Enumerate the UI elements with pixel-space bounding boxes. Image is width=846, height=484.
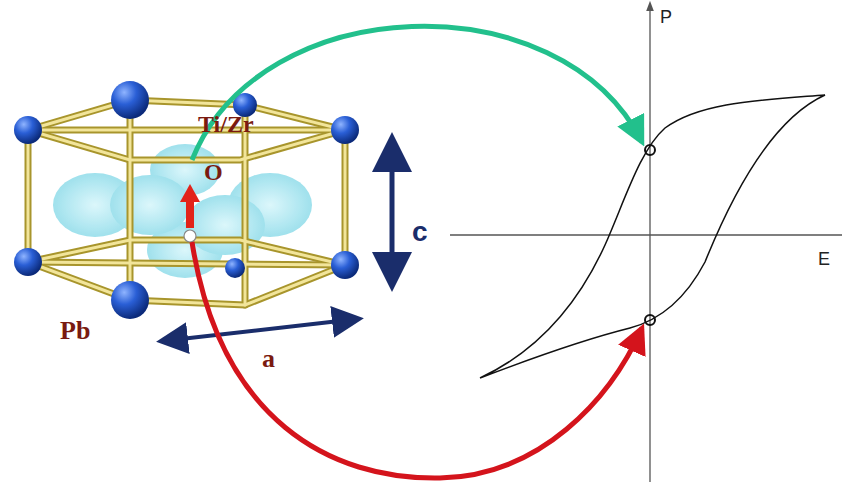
- pb-atom: [14, 81, 359, 319]
- ion-label: Ti/Zr: [198, 112, 254, 136]
- axis-label: E: [818, 250, 830, 268]
- dimension-arrow: [172, 320, 348, 340]
- dimension-label: a: [262, 346, 275, 372]
- oxygen-cloud: [53, 144, 312, 278]
- ti-zr-ion: [180, 184, 200, 242]
- unit-cell-frame: [28, 100, 345, 305]
- mapping-arrow: [192, 242, 642, 478]
- mapping-arrow: [192, 26, 642, 160]
- ion-label: O: [204, 160, 223, 184]
- hysteresis-loop: [480, 95, 825, 378]
- axis: [450, 6, 842, 482]
- remanence-point: [645, 145, 655, 155]
- dimension-arrow: [390, 152, 395, 272]
- dimension-label: c: [412, 218, 428, 246]
- remanence-point: [645, 315, 655, 325]
- axis-label: P: [660, 8, 672, 26]
- ion-label: Pb: [60, 318, 90, 344]
